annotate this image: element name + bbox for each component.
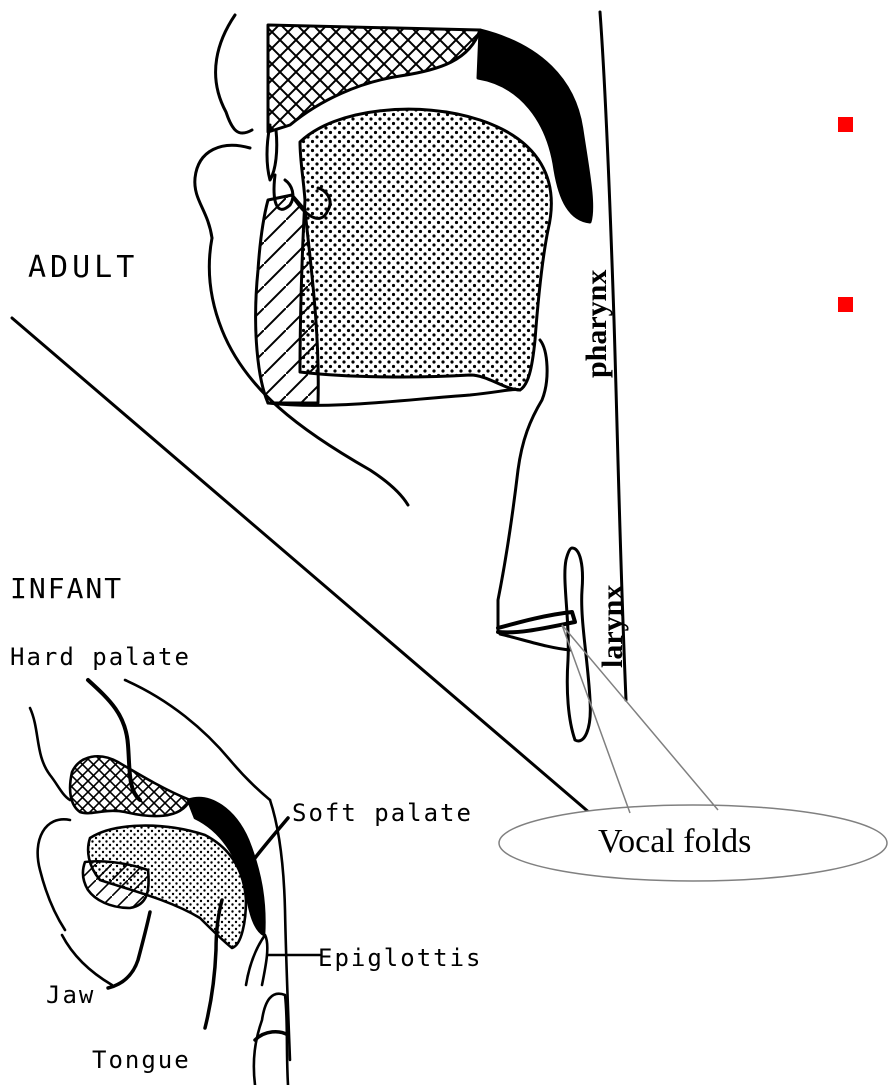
adult-vocal-fold-lower <box>500 634 570 650</box>
infant-vocal-tract <box>30 680 320 1085</box>
infant-larynx-outline <box>254 994 288 1085</box>
vocal-folds-label: Vocal folds <box>598 823 751 860</box>
adult-nose-outline <box>216 15 252 133</box>
square-bullet-icon <box>838 117 853 132</box>
square-bullet-icon <box>838 297 853 312</box>
callout-pointer <box>562 625 718 813</box>
vocal-folds-callout: Vocal folds <box>499 625 887 881</box>
infant-label: INFANT <box>10 572 123 605</box>
larynx-label: larynx <box>596 585 629 668</box>
infant-jaw-pointer <box>108 912 150 988</box>
adult-vocal-tract <box>12 12 626 820</box>
infant-soft-palate-pointer <box>255 818 288 858</box>
epiglottis-label: Epiglottis <box>318 944 483 972</box>
adult-upper-incisor <box>267 125 277 180</box>
infant-face-mid <box>38 819 70 930</box>
adult-upper-lip <box>195 145 250 238</box>
pharynx-label: pharynx <box>580 270 613 378</box>
infant-face-upper <box>30 708 70 800</box>
infant-larynx-band <box>255 1032 288 1040</box>
hard-palate-label: Hard palate <box>10 643 191 671</box>
adult-tongue <box>300 109 551 390</box>
tongue-label: Tongue <box>92 1046 191 1074</box>
infant-chin-outline <box>62 935 112 985</box>
soft-palate-label: Soft palate <box>292 799 473 827</box>
adult-label: ADULT <box>28 250 138 285</box>
infant-epiglottis <box>246 935 267 985</box>
jaw-label: Jaw <box>46 981 95 1009</box>
infant-jaw <box>83 861 149 908</box>
